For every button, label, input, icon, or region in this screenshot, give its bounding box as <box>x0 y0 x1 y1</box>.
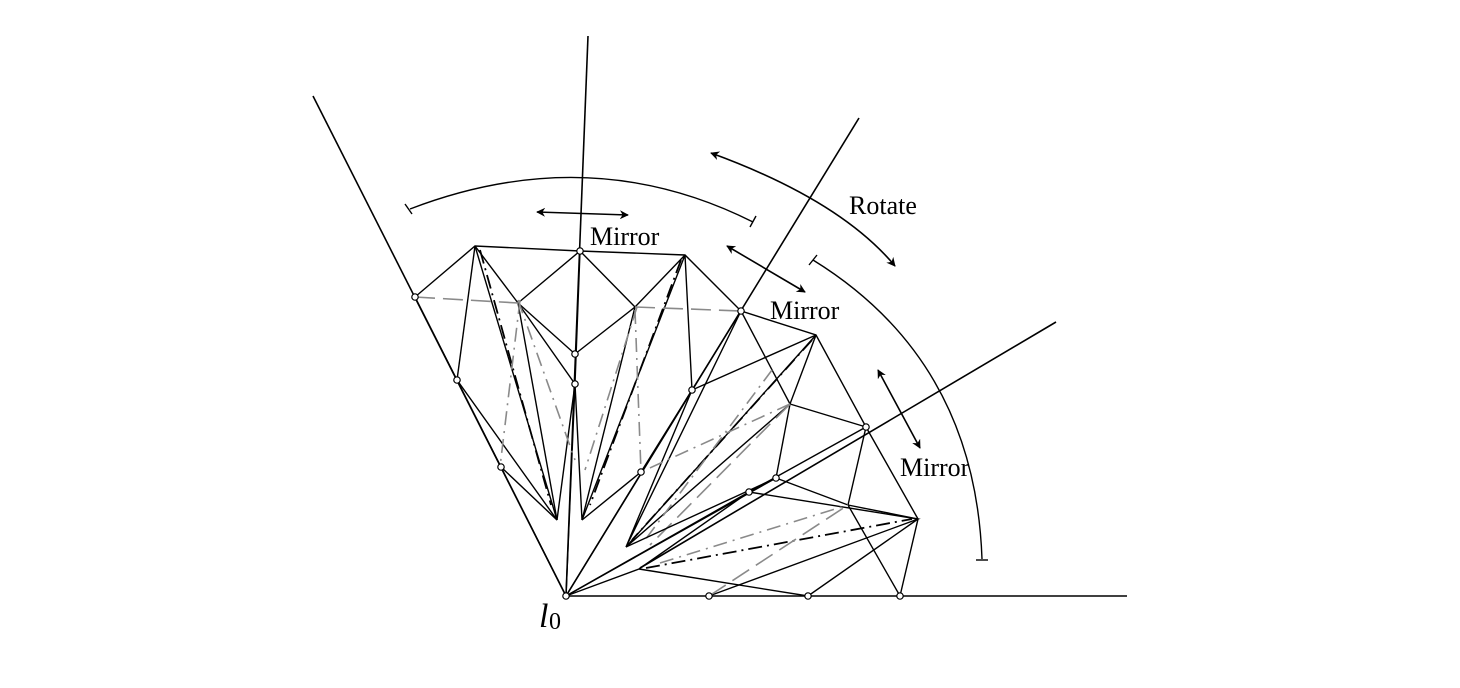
right-petal-edge <box>638 491 921 597</box>
mirror-top-label: Mirror <box>590 222 660 251</box>
middle-unit-creases <box>565 310 919 597</box>
petal-1-fold <box>456 245 476 381</box>
vertex <box>737 307 745 315</box>
right-gray-crossline <box>634 306 742 312</box>
vertex <box>497 463 505 471</box>
vertex <box>688 386 696 394</box>
text-labels: Mirror Mirror Mirror Rotate l 0 <box>539 191 970 635</box>
mirror-middle-arrow <box>726 245 806 293</box>
center-to-origin <box>565 383 576 597</box>
middle-fold-c <box>847 426 867 506</box>
vertex <box>571 380 579 388</box>
left-span-tick-a <box>404 203 413 215</box>
right-gray-axis <box>659 504 849 564</box>
petal-1-base <box>500 466 558 521</box>
right-unit-outline <box>565 477 919 597</box>
mirror-right-label: Mirror <box>900 453 970 482</box>
petal-1-gray-axis-b <box>517 299 576 461</box>
origin-subscript: 0 <box>549 609 561 635</box>
middle-fold-b <box>789 403 867 428</box>
ray-shallow <box>639 321 1057 569</box>
petal-2-axis <box>589 259 682 506</box>
mirror-top-arrow <box>536 207 629 220</box>
left-unit-creases <box>414 245 742 597</box>
right-fold-b <box>625 477 777 548</box>
petal-2-left-edge <box>574 254 686 521</box>
middle-fold-d <box>740 310 791 405</box>
left-unit-gray-crossline <box>414 296 519 304</box>
vertex-nodes <box>411 247 904 600</box>
vertex <box>637 468 645 476</box>
mirror-right-arrow <box>877 369 921 449</box>
vertex <box>772 474 780 482</box>
middle-fold-a <box>775 403 791 479</box>
vertex <box>576 247 584 255</box>
origin-label: l <box>539 598 548 635</box>
vertex <box>411 293 419 301</box>
rotate-label: Rotate <box>849 191 917 220</box>
right-span-arc <box>812 259 983 560</box>
span-indicators <box>404 176 988 561</box>
vertex <box>705 592 713 600</box>
petal-1-edge <box>414 296 567 597</box>
right-petal-axis <box>645 518 913 569</box>
petal-1-gray-axis <box>499 299 521 468</box>
transform-arrows <box>536 151 921 449</box>
vertex <box>571 350 579 358</box>
right-fold-d <box>565 568 640 597</box>
vertex <box>453 376 461 384</box>
right-fold-a <box>847 504 901 597</box>
petal-1-axis <box>479 249 552 506</box>
vertex <box>862 423 870 431</box>
petal-2-gray-axis-b <box>634 309 642 473</box>
middle-gray-axis-b <box>644 369 773 541</box>
left-span-arc <box>409 176 754 223</box>
vertex <box>745 488 753 496</box>
vertex <box>562 592 570 600</box>
middle-unit-outline <box>565 310 919 597</box>
vertex <box>804 592 812 600</box>
middle-gray-long <box>649 403 791 546</box>
right-span-tick-a <box>808 254 818 266</box>
vertex <box>896 592 904 600</box>
center-vertical <box>574 250 581 385</box>
petal-2-gray-axis <box>584 306 638 471</box>
rotate-arrow <box>710 151 896 267</box>
middle-petal-axis <box>631 339 813 541</box>
right-fold-c <box>748 426 867 493</box>
petal-2-base <box>581 471 642 521</box>
mirror-middle-label: Mirror <box>770 296 840 325</box>
